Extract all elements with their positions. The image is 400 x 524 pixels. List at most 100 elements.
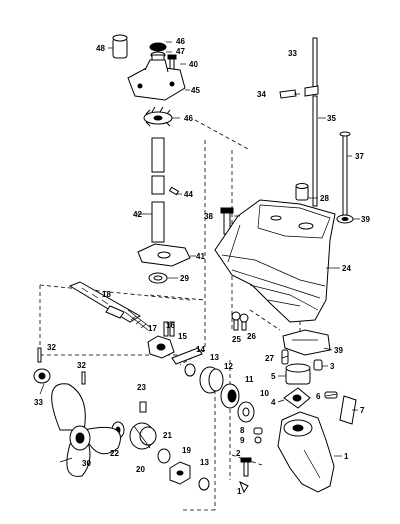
spring-16 <box>169 321 175 337</box>
gasket-39 <box>282 329 331 356</box>
callout-6: 6 <box>316 392 321 401</box>
callout-13b: 13 <box>200 458 209 467</box>
pinion-4 <box>283 387 311 409</box>
callout-3: 3 <box>330 362 335 371</box>
callout-2: 2 <box>236 449 241 458</box>
callout-32: 32 <box>47 343 56 352</box>
callout-33b: 33 <box>34 398 43 407</box>
bushing-28 <box>295 183 309 201</box>
callout-5: 5 <box>271 372 276 381</box>
cap-33 <box>33 368 51 384</box>
screw-40 <box>167 54 177 71</box>
gear-housing-24 <box>214 199 336 323</box>
assembly-guide-lines <box>39 119 301 511</box>
propeller-shaft-18 <box>68 281 152 331</box>
callout-19: 19 <box>182 446 191 455</box>
callout-35: 35 <box>327 114 336 123</box>
clip-34 <box>279 89 297 99</box>
driveshaft-upper <box>151 137 165 173</box>
callout-1: 1 <box>344 452 349 461</box>
callout-40: 40 <box>189 60 198 69</box>
callout-10: 10 <box>260 389 269 398</box>
callout-39: 39 <box>361 215 370 224</box>
callout-29: 29 <box>180 274 189 283</box>
propeller-30 <box>51 383 121 477</box>
washer-13b <box>198 477 210 491</box>
callout-4: 4 <box>271 398 276 407</box>
callout-38: 38 <box>204 212 213 221</box>
screw-2 <box>240 457 252 477</box>
key-44 <box>168 186 180 196</box>
callout-16: 16 <box>166 321 175 330</box>
bolt-25 <box>231 311 241 331</box>
bolt-26 <box>239 313 249 331</box>
callout-22: 22 <box>110 449 119 458</box>
callout-44: 44 <box>184 190 193 199</box>
driveshaft-middle <box>151 175 165 195</box>
callout-9: 9 <box>240 436 245 445</box>
pin-17 <box>163 321 169 337</box>
plug-3 <box>313 359 323 371</box>
callout-39b: 39 <box>334 346 343 355</box>
callout-1b: 1 <box>237 487 242 496</box>
callout-11: 11 <box>245 375 254 384</box>
nut-19 <box>169 461 191 485</box>
pin-32 <box>37 347 42 363</box>
pin-32b <box>81 371 86 385</box>
callout-14: 14 <box>196 345 205 354</box>
callout-13: 13 <box>210 353 219 362</box>
washer-13 <box>184 363 196 377</box>
callout-18: 18 <box>102 290 111 299</box>
water-pump-assembly <box>112 34 191 284</box>
callout-28: 28 <box>320 194 329 203</box>
screw-38 <box>220 207 234 235</box>
washer-10 <box>237 401 255 423</box>
screws-8-9 <box>253 427 263 444</box>
thrust-hub-20 <box>129 422 157 450</box>
shaft-14 <box>171 347 203 365</box>
pump-housing-45 <box>127 59 186 101</box>
bearing-5 <box>285 363 311 385</box>
leader-lines <box>39 41 360 463</box>
callout-48: 48 <box>96 44 105 53</box>
callout-24: 24 <box>342 264 351 273</box>
callout-23: 23 <box>137 383 146 392</box>
callout-labels: 48 46 47 40 45 46 44 42 41 29 33 34 35 3… <box>34 37 370 496</box>
callout-32b: 32 <box>77 361 86 370</box>
impeller-46 <box>143 106 173 127</box>
gearcase-1 <box>277 411 335 493</box>
callout-7: 7 <box>360 406 365 415</box>
callout-42: 42 <box>133 210 142 219</box>
callout-12: 12 <box>224 362 233 371</box>
callout-25: 25 <box>232 335 241 344</box>
gear-12 <box>199 366 224 394</box>
callout-33: 33 <box>288 49 297 58</box>
clutch-15 <box>147 335 175 359</box>
plate-41 <box>137 243 191 267</box>
shift-rod-33-35 <box>279 37 319 207</box>
driveshaft-42 <box>151 201 165 243</box>
callout-27: 27 <box>265 354 274 363</box>
callout-46b: 46 <box>184 114 193 123</box>
callout-46: 46 <box>176 37 185 46</box>
callout-17: 17 <box>148 324 157 333</box>
callout-37: 37 <box>355 152 364 161</box>
callout-20: 20 <box>136 465 145 474</box>
callout-26: 26 <box>247 332 256 341</box>
pin-23 <box>139 401 147 413</box>
clip-1 <box>239 480 249 494</box>
callout-15: 15 <box>178 332 187 341</box>
callout-47: 47 <box>176 47 185 56</box>
callout-45: 45 <box>191 86 200 95</box>
anode-7 <box>339 395 357 425</box>
callout-34: 34 <box>257 90 266 99</box>
ring-21 <box>157 448 171 464</box>
grommet-48 <box>112 34 128 59</box>
bearing-11 <box>220 383 240 409</box>
callout-30: 30 <box>82 459 91 468</box>
callout-41: 41 <box>196 252 205 261</box>
callout-8: 8 <box>240 426 245 435</box>
callout-21: 21 <box>163 431 172 440</box>
stud-37-39 <box>336 131 354 224</box>
